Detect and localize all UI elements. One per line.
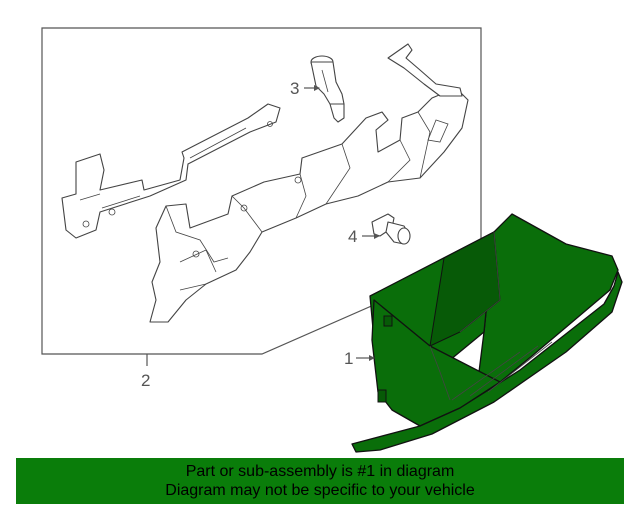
banner-line-1: Part or sub-assembly is #1 in diagram xyxy=(185,463,455,480)
callout-3-label: 3 xyxy=(290,79,299,98)
callout-4-arrow xyxy=(374,233,380,239)
info-banner: Part or sub-assembly is #1 in diagram Di… xyxy=(16,458,624,504)
glove-box-part[interactable] xyxy=(351,213,623,453)
bumper-part xyxy=(371,213,411,245)
callout-4-label: 4 xyxy=(348,227,357,246)
banner-line-2: Diagram may not be specific to your vehi… xyxy=(165,482,475,499)
callout-1-label: 1 xyxy=(344,349,353,368)
callout-3-arrow xyxy=(314,85,320,91)
clip-part xyxy=(310,55,345,123)
callout-1-arrow xyxy=(369,355,375,361)
housing-bracket-part xyxy=(61,43,469,323)
callout-2-label: 2 xyxy=(141,371,150,390)
